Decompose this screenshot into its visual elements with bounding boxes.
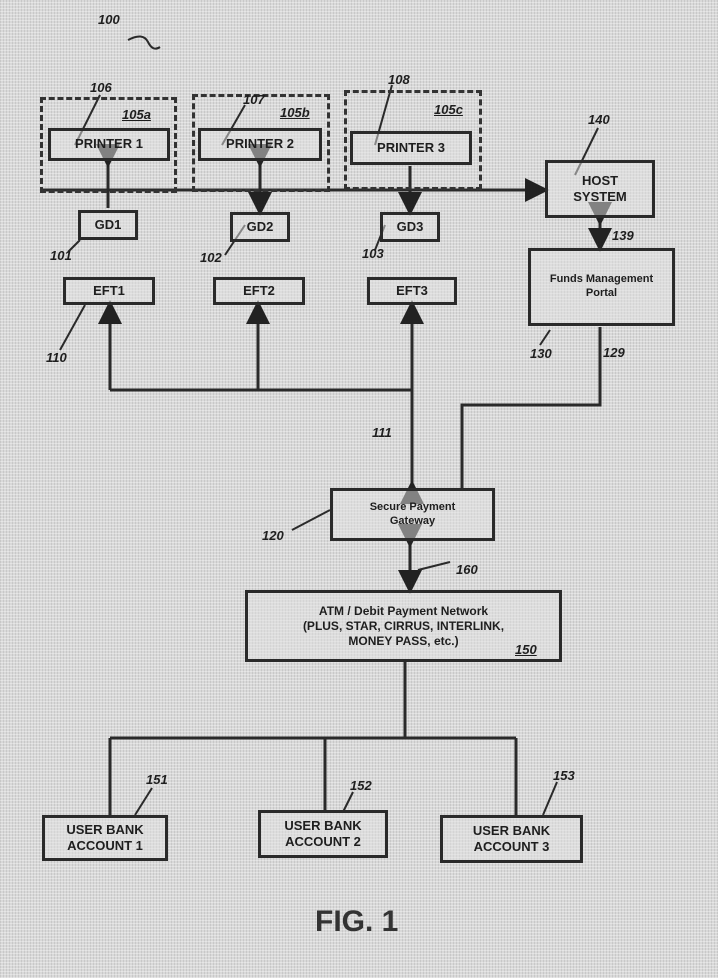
ref-110: 110 (46, 350, 67, 365)
user-bank-account-1-box: USER BANK ACCOUNT 1 (42, 815, 168, 861)
host-system-box: HOST SYSTEM (545, 160, 655, 218)
printer-2-box: PRINTER 2 (198, 128, 322, 161)
ref-100: 100 (98, 12, 120, 27)
network-line-1: ATM / Debit Payment Network (318, 603, 489, 618)
payment-network-box: ATM / Debit Payment Network (PLUS, STAR,… (245, 590, 562, 662)
eft3-box: EFT3 (367, 277, 457, 305)
ref-101: 101 (50, 248, 72, 263)
ref-105b: 105b (280, 105, 310, 120)
funds-management-portal-box: Funds Management Portal (528, 248, 675, 326)
ref-130: 130 (530, 346, 552, 361)
ref-105a: 105a (122, 107, 151, 122)
ref-160: 160 (456, 562, 478, 577)
ref-120: 120 (262, 528, 284, 543)
printer-group-b (192, 94, 330, 192)
ref-129: 129 (603, 345, 625, 360)
printer-group-c (344, 90, 482, 190)
ref-106: 106 (90, 80, 112, 95)
ref-108: 108 (388, 72, 410, 87)
secure-payment-gateway-box: Secure Payment Gateway (330, 488, 495, 541)
ref-150: 150 (515, 642, 537, 657)
user-bank-account-2-box: USER BANK ACCOUNT 2 (258, 810, 388, 858)
user-bank-account-3-box: USER BANK ACCOUNT 3 (440, 815, 583, 863)
printer-1-box: PRINTER 1 (48, 128, 170, 161)
network-line-2: (PLUS, STAR, CIRRUS, INTERLINK, (302, 618, 505, 633)
ref-152: 152 (350, 778, 372, 793)
eft1-box: EFT1 (63, 277, 155, 305)
printer-group-a (40, 97, 177, 193)
ref-139: 139 (612, 228, 634, 243)
gd3-box: GD3 (380, 212, 440, 242)
printer-3-box: PRINTER 3 (350, 131, 472, 165)
ref-107: 107 (243, 92, 265, 107)
eft2-box: EFT2 (213, 277, 305, 305)
ref-103: 103 (362, 246, 384, 261)
gd1-box: GD1 (78, 210, 138, 240)
ref-151: 151 (146, 772, 168, 787)
gd2-box: GD2 (230, 212, 290, 242)
ref-140: 140 (588, 112, 610, 127)
ref-153: 153 (553, 768, 575, 783)
ref-105c: 105c (434, 102, 463, 117)
ref-102: 102 (200, 250, 222, 265)
figure-label: FIG. 1 (315, 905, 399, 938)
network-line-3: MONEY PASS, etc.) (348, 633, 459, 648)
ref-111: 111 (372, 425, 392, 440)
